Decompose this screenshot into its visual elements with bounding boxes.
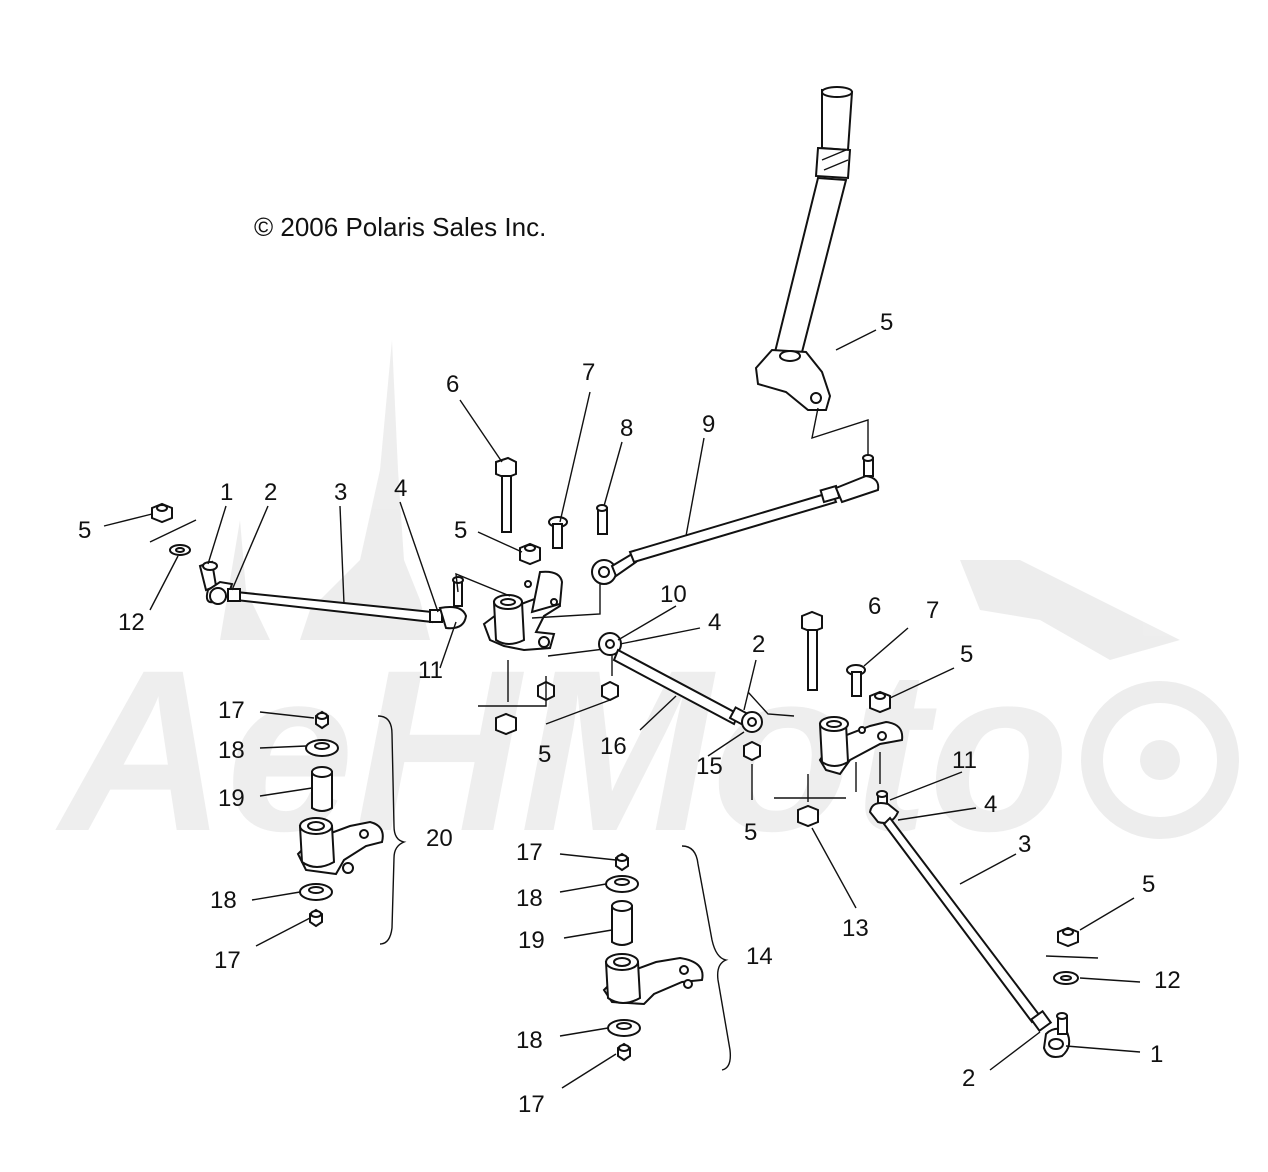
callout-16: 16 xyxy=(600,733,627,760)
callout-5: 5 xyxy=(454,517,467,544)
callout-19: 19 xyxy=(518,927,545,954)
callout-18: 18 xyxy=(218,737,245,764)
callout-labels: 1 2 3 4 5 12 6 7 8 9 5 5 10 4 11 5 16 2 … xyxy=(78,309,1181,1118)
callout-3: 3 xyxy=(1018,831,1031,858)
callout-14: 14 xyxy=(746,943,773,970)
callout-2: 2 xyxy=(962,1065,975,1092)
callout-4: 4 xyxy=(394,475,407,502)
callout-15: 15 xyxy=(696,753,723,780)
callout-5: 5 xyxy=(744,819,757,846)
callout-3: 3 xyxy=(334,479,347,506)
pivot-assembly-14 xyxy=(602,845,732,1071)
callout-6: 6 xyxy=(868,593,881,620)
callout-7: 7 xyxy=(582,359,595,386)
left-pitman-arm xyxy=(455,456,619,736)
callout-5: 5 xyxy=(960,641,973,668)
tie-rod-9 xyxy=(591,454,880,585)
callout-2: 2 xyxy=(264,479,277,506)
callout-5: 5 xyxy=(538,741,551,768)
right-pitman-arm xyxy=(774,610,904,828)
callout-5: 5 xyxy=(880,309,893,336)
callout-12: 12 xyxy=(118,609,145,636)
callout-4: 4 xyxy=(708,609,721,636)
callout-10: 10 xyxy=(660,581,687,608)
watermark-text: AeHMoto xyxy=(55,622,1069,879)
copyright-notice: © 2006 Polaris Sales Inc. xyxy=(254,212,546,242)
callout-17: 17 xyxy=(516,839,543,866)
pivot-assembly-20 xyxy=(296,710,407,945)
callout-7: 7 xyxy=(926,597,939,624)
callout-13: 13 xyxy=(842,915,869,942)
steering-post xyxy=(754,86,869,460)
callout-18: 18 xyxy=(516,885,543,912)
callout-9: 9 xyxy=(702,411,715,438)
center-tie-rod-16 xyxy=(598,632,795,800)
callout-2: 2 xyxy=(752,631,765,658)
callout-6: 6 xyxy=(446,371,459,398)
callout-12: 12 xyxy=(1154,967,1181,994)
left-tie-rod xyxy=(198,560,468,630)
callout-18: 18 xyxy=(210,887,237,914)
callout-11: 11 xyxy=(952,747,977,774)
callout-5: 5 xyxy=(78,517,91,544)
callout-4: 4 xyxy=(984,791,997,818)
callout-17: 17 xyxy=(214,947,241,974)
leader-lines xyxy=(103,329,1141,1089)
callout-11: 11 xyxy=(418,657,443,684)
callout-19: 19 xyxy=(218,785,245,812)
callout-1: 1 xyxy=(220,479,233,506)
right-tie-rod xyxy=(868,790,1099,1058)
callout-20: 20 xyxy=(426,825,453,852)
callout-8: 8 xyxy=(620,415,633,442)
callout-17: 17 xyxy=(218,697,245,724)
callout-1: 1 xyxy=(1150,1041,1163,1068)
callout-17: 17 xyxy=(518,1091,545,1118)
callout-5: 5 xyxy=(1142,871,1155,898)
left-nut-washer xyxy=(149,502,197,556)
callout-18: 18 xyxy=(516,1027,543,1054)
